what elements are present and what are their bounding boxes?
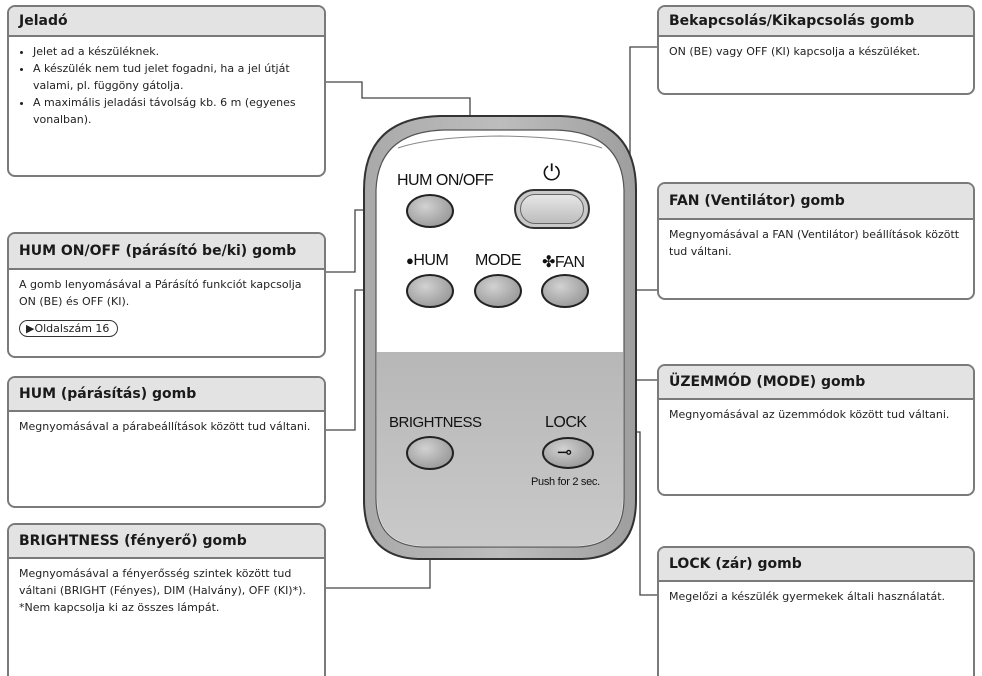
callout-title: FAN (Ventilátor) gomb xyxy=(659,184,973,220)
fan-icon: ✤ xyxy=(542,254,555,271)
hum-onoff-button[interactable] xyxy=(406,194,454,228)
brightness-label: BRIGHTNESS xyxy=(389,414,482,431)
callout-text: A gomb lenyomásával a Párásító funkciót … xyxy=(19,278,302,308)
callout-title: Jeladó xyxy=(9,7,324,37)
fan-label: ✤FAN xyxy=(542,254,585,271)
lock-hint: Push for 2 sec. xyxy=(531,476,600,488)
key-icon: ⊸ xyxy=(557,442,573,463)
callout-lock: LOCK (zár) gomb Megelőzi a készülék gyer… xyxy=(657,546,975,676)
callout-text: Megnyomásával a párabeállítások között t… xyxy=(19,420,311,433)
mode-label: MODE xyxy=(475,252,522,269)
fan-button[interactable] xyxy=(541,274,589,308)
callout-title: HUM ON/OFF (párásító be/ki) gomb xyxy=(9,234,324,270)
water-drop-icon: ● xyxy=(406,253,414,268)
lock-label: LOCK xyxy=(545,414,587,431)
hum-onoff-label: HUM ON/OFF xyxy=(397,172,494,189)
callout-title: Bekapcsolás/Kikapcsolás gomb xyxy=(659,7,973,37)
callout-text: Megnyomásával a fényerősség szintek közö… xyxy=(19,567,306,597)
callout-title: HUM (párásítás) gomb xyxy=(9,378,324,412)
page-reference-link[interactable]: ▶Oldalszám 16 xyxy=(19,320,119,337)
brightness-button[interactable] xyxy=(406,436,454,470)
callout-title: BRIGHTNESS (fényerő) gomb xyxy=(9,525,324,559)
callout-text: Megelőzi a készülék gyermekek általi has… xyxy=(669,590,946,603)
callout-text: Megnyomásával az üzemmódok között tud vá… xyxy=(669,408,950,421)
callout-power: Bekapcsolás/Kikapcsolás gomb ON (BE) vag… xyxy=(657,5,975,95)
callout-brightness: BRIGHTNESS (fényerő) gomb Megnyomásával … xyxy=(7,523,326,676)
callout-title: ÜZEMMÓD (MODE) gomb xyxy=(659,366,973,400)
power-icon: ⏻ xyxy=(543,160,560,185)
callout-text: ON (BE) vagy OFF (KI) kapcsolja a készül… xyxy=(669,45,921,58)
callout-text: Megnyomásával a FAN (Ventilátor) beállít… xyxy=(669,228,960,258)
callout-hum: HUM (párásítás) gomb Megnyomásával a pár… xyxy=(7,376,326,508)
callout-jelado: Jeladó Jelet ad a készüléknek. A készülé… xyxy=(7,5,326,177)
callout-title: LOCK (zár) gomb xyxy=(659,548,973,582)
mode-button[interactable] xyxy=(474,274,522,308)
callout-fan: FAN (Ventilátor) gomb Megnyomásával a FA… xyxy=(657,182,975,300)
hum-button[interactable] xyxy=(406,274,454,308)
lock-button[interactable]: ⊸ xyxy=(542,437,594,469)
callout-note: *Nem kapcsolja ki az összes lámpát. xyxy=(19,601,220,614)
power-button[interactable] xyxy=(520,194,584,224)
list-item: Jelet ad a készüléknek. xyxy=(33,43,314,60)
callout-mode: ÜZEMMÓD (MODE) gomb Megnyomásával az üze… xyxy=(657,364,975,496)
callout-hum-onoff: HUM ON/OFF (párásító be/ki) gomb A gomb … xyxy=(7,232,326,358)
list-item: A maximális jeladási távolság kb. 6 m (e… xyxy=(33,94,314,128)
list-item: A készülék nem tud jelet fogadni, ha a j… xyxy=(33,60,314,94)
bullet-list: Jelet ad a készüléknek. A készülék nem t… xyxy=(19,43,314,128)
hum-label: ●HUM xyxy=(406,252,449,269)
